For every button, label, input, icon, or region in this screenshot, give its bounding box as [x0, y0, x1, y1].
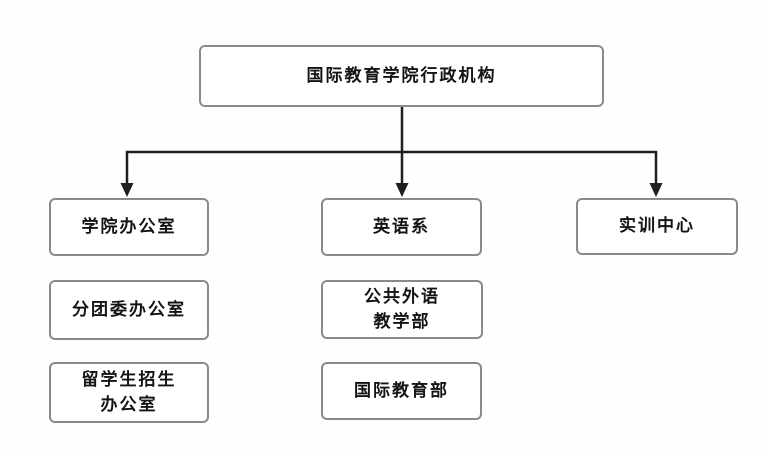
node-intl-student-admissions-office: 留学生招生 办公室: [49, 362, 209, 423]
node-root: 国际教育学院行政机构: [199, 45, 604, 107]
node-label: 分团委办公室: [72, 299, 186, 319]
node-intl-education-dept: 国际教育部: [321, 362, 482, 420]
node-label: 留学生招生 办公室: [81, 369, 177, 414]
node-college-office: 学院办公室: [49, 198, 209, 256]
node-label: 学院办公室: [81, 216, 177, 236]
node-label: 国际教育部: [354, 380, 449, 400]
node-label: 公共外语 教学部: [364, 286, 440, 331]
node-youth-league-office: 分团委办公室: [49, 280, 209, 340]
node-public-foreign-language-dept: 公共外语 教学部: [321, 280, 483, 339]
arrowhead-right: [649, 183, 663, 197]
arrowhead-left: [120, 183, 134, 197]
arrowhead-middle: [395, 183, 409, 197]
node-label: 实训中心: [619, 216, 695, 236]
node-training-center: 实训中心: [576, 198, 738, 255]
node-english-department: 英语系: [321, 198, 482, 256]
node-label: 英语系: [373, 216, 430, 236]
node-root-label: 国际教育学院行政机构: [306, 65, 497, 85]
